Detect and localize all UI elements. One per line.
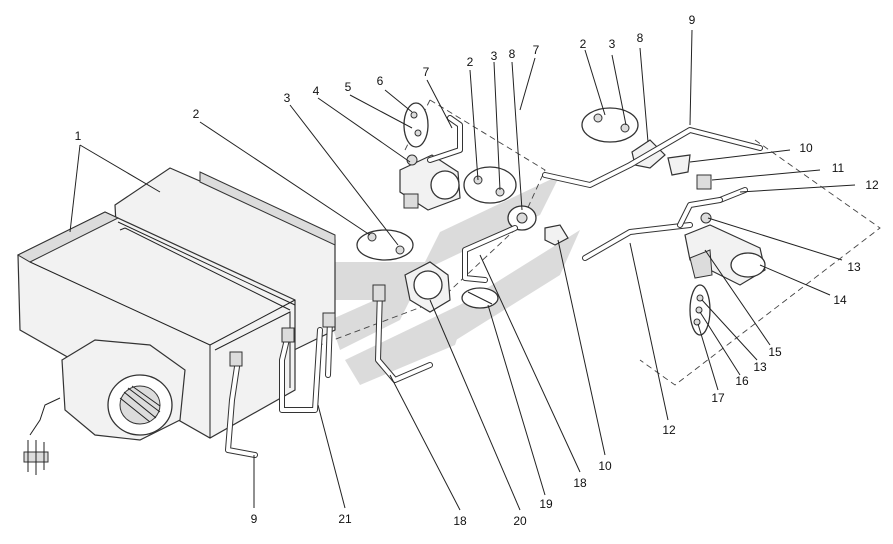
electrical-connector: [23, 397, 61, 475]
callout-1: 1: [75, 129, 82, 143]
callout-7-left: 7: [423, 65, 430, 79]
tube-9-assembly: [542, 107, 763, 190]
tap-assembly: [399, 102, 463, 211]
callout-7-center: 7: [533, 43, 540, 57]
callout-18-left: 18: [453, 514, 467, 528]
callout-16: 16: [735, 374, 749, 388]
callout-6: 6: [377, 74, 384, 88]
callout-4: 4: [313, 84, 320, 98]
blower-fan: [61, 339, 186, 441]
right-outlet-assembly: [582, 187, 766, 336]
flange-and-tube-center: [462, 205, 569, 283]
callout-10-bottom: 10: [598, 459, 612, 473]
callout-20: 20: [513, 514, 527, 528]
callout-18-right: 18: [573, 476, 587, 490]
callout-21: 21: [338, 512, 352, 526]
callout-3-left: 3: [284, 91, 291, 105]
callout-8-right: 8: [637, 31, 644, 45]
callout-5: 5: [345, 80, 352, 94]
heater-housing: [16, 167, 336, 439]
callout-15: 15: [768, 345, 782, 359]
callout-13-top: 13: [847, 260, 861, 274]
callout-3-right: 3: [609, 37, 616, 51]
callout-11: 11: [832, 161, 845, 175]
leader-lines: [69, 29, 856, 511]
callout-12-bottom: 12: [662, 423, 676, 437]
callout-labels: 1 2 3 4 5 6 7 2 3 8 7 2 3 8 9 10 11 12 1…: [75, 13, 879, 528]
callout-3-center: 3: [491, 49, 498, 63]
gasket-19: [461, 287, 499, 309]
heater-tubes: [225, 284, 433, 458]
callout-19: 19: [539, 497, 553, 511]
callout-10-top: 10: [799, 141, 813, 155]
gasket-plate-center: [463, 166, 517, 204]
callout-2-left: 2: [193, 107, 200, 121]
callout-14: 14: [833, 293, 847, 307]
callout-17: 17: [711, 391, 725, 405]
gasket-plate-left: [356, 229, 414, 261]
callout-9-bottom: 9: [251, 512, 258, 526]
callout-13-bottom: 13: [753, 360, 767, 374]
callout-12-top: 12: [865, 178, 879, 192]
callout-2-right: 2: [580, 37, 587, 51]
callout-8-center: 8: [509, 47, 516, 61]
callout-2-center: 2: [467, 55, 474, 69]
callout-9-top: 9: [689, 13, 696, 27]
valve-body-20: [404, 261, 451, 313]
